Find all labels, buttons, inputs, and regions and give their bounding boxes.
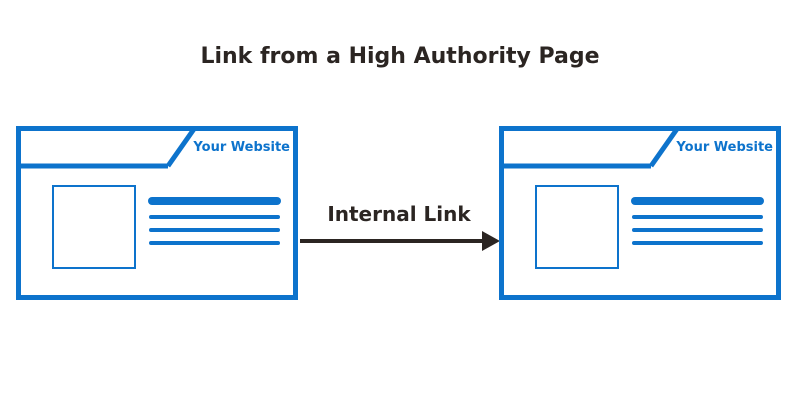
target-page-label: Your Website bbox=[676, 140, 773, 155]
source-page-label: Your Website bbox=[193, 140, 290, 155]
page-border bbox=[499, 126, 781, 300]
page-border bbox=[16, 126, 298, 300]
arrow-head bbox=[482, 231, 500, 251]
webpage-icon bbox=[16, 126, 298, 300]
arrow-right-icon bbox=[300, 231, 500, 251]
edge-label: Internal Link bbox=[327, 202, 471, 226]
target-page-wireframe: Your Website bbox=[499, 126, 781, 300]
tab-slant bbox=[648, 127, 680, 168]
diagram-title: Link from a High Authority Page bbox=[200, 44, 600, 69]
tab-slant bbox=[165, 127, 197, 168]
image-placeholder bbox=[535, 185, 619, 269]
source-page-wireframe: Your Website bbox=[16, 126, 298, 300]
webpage-icon bbox=[499, 126, 781, 300]
image-placeholder bbox=[52, 185, 136, 269]
